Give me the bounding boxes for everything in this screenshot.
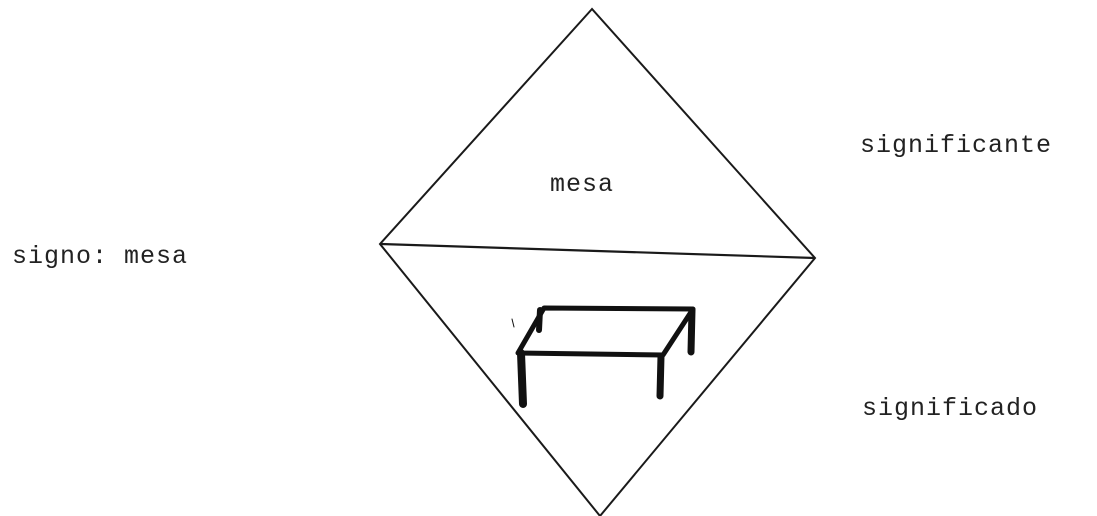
divider-line (380, 244, 815, 258)
table-front-left-leg (521, 353, 523, 404)
table-back-right-leg (691, 310, 692, 352)
table-icon (512, 308, 693, 404)
table-back-left-leg (539, 310, 540, 330)
signifier-label: significante (860, 133, 1052, 158)
sign-label: signo: mesa (12, 244, 188, 269)
signified-label: significado (862, 396, 1038, 421)
word-label: mesa (550, 172, 614, 197)
diamond-outline (380, 9, 815, 516)
pen-mark (512, 319, 514, 327)
table-front-right-leg (660, 356, 661, 396)
table-top (518, 308, 693, 355)
